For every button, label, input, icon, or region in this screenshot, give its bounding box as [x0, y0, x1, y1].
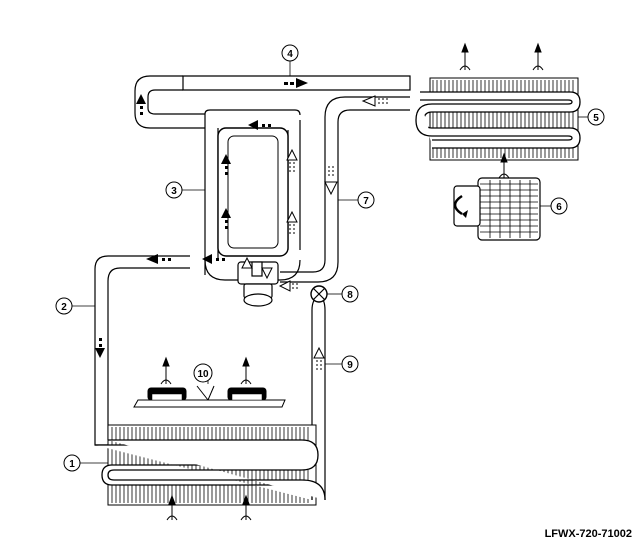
callout-8-label: 8: [347, 290, 353, 301]
callout-2: 2: [55, 297, 73, 315]
callout-6-label: 6: [556, 202, 562, 213]
callout-4: 4: [281, 44, 299, 62]
callout-2-label: 2: [61, 302, 67, 313]
refrigerant-flow-arrows: [95, 78, 388, 372]
callout-3-label: 3: [171, 186, 177, 197]
figure-code: LFWX-720-71002: [544, 528, 632, 540]
callout-5: 5: [587, 108, 605, 126]
blower-fan: [453, 177, 541, 241]
airflow-arrows: [160, 42, 544, 521]
callout-7-label: 7: [363, 196, 369, 207]
condenser-fan-motors: [133, 385, 286, 408]
callout-3: 3: [165, 181, 183, 199]
callout-7: 7: [357, 191, 375, 209]
callout-1: 1: [63, 454, 81, 472]
expansion-valve-symbol: [310, 285, 328, 303]
refrigerant-piping: [94, 75, 411, 500]
callout-10-label: 10: [197, 369, 209, 380]
callout-4-label: 4: [287, 49, 293, 60]
accumulator-assembly: [204, 127, 301, 281]
callout-8: 8: [341, 285, 359, 303]
callout-1-label: 1: [69, 459, 75, 470]
callout-9-label: 9: [347, 360, 353, 371]
callout-5-label: 5: [593, 113, 599, 124]
callout-leaders: [72, 61, 588, 464]
evaporator-coil: [415, 77, 581, 161]
callout-6: 6: [550, 197, 568, 215]
condenser-coil: [95, 424, 326, 506]
callout-10: 10: [193, 363, 213, 383]
callout-9: 9: [341, 355, 359, 373]
